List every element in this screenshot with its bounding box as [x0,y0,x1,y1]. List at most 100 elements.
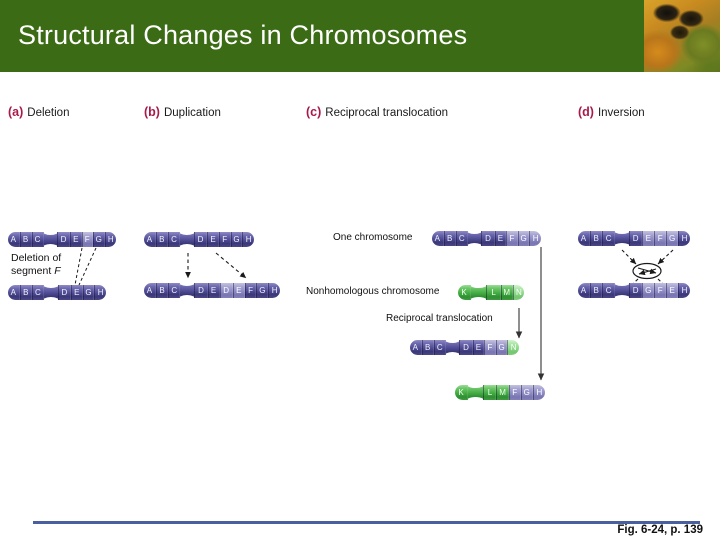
segment-highlighted: H [532,385,545,400]
segment-highlighted: F [484,340,496,355]
duplication-arrows [185,252,247,279]
segment: D [481,231,495,246]
centromere [43,232,57,247]
segment: E [472,340,485,355]
segment-highlighted: G [495,340,508,355]
chromosome-d-original: A B C D E F G H [578,231,691,246]
footer-divider [33,521,700,524]
segment: H [678,283,691,298]
segment: E [207,283,220,298]
segment-highlighted: E [642,231,655,246]
segment: A [432,231,444,246]
segment-highlighted: D [219,283,233,298]
segment-highlighted: E [666,283,679,298]
deletion-note-segment: F [54,265,61,277]
panel-a-title: Deletion [27,107,70,119]
panel-a-label: (a)Deletion [8,105,69,119]
segment-highlighted: G [666,231,679,246]
segment: F [218,232,231,247]
segment: E [70,232,82,247]
label-nonhomologous-chromosome: Nonhomologous chromosome [306,286,440,297]
inversion-loop-and-arrows [621,249,675,295]
segment: M [500,285,513,300]
segment: A [8,232,20,247]
segment-highlighted: G [642,283,655,298]
panel-c-letter: (c) [306,105,322,119]
segment-highlighted: F [81,232,93,247]
segment: B [589,283,603,298]
segment: B [155,232,168,247]
segment-highlighted: F [654,231,667,246]
centromere [445,340,460,355]
panel-a-deletion: (a)Deletion A B C D E F G H Deletion of … [0,72,140,312]
segment: C [168,283,181,298]
chromosome-b-original: A B C D E F G H [144,232,254,247]
segment: D [194,283,208,298]
segment: B [19,285,32,300]
centromere [180,283,195,298]
segment: A [144,232,156,247]
panel-b-duplication: (b)Duplication A B C D E F G H A B C [140,72,300,312]
figure-caption: Fig. 6-24, p. 139 [617,524,703,536]
segment: D [459,340,473,355]
label-reciprocal-translocation-process: Reciprocal translocation [386,313,493,324]
chromosome-c-product-2: K L M F G H [455,385,545,400]
segment-highlighted: N [507,340,519,355]
segment: H [242,232,254,247]
chromosome-c-nonhomologous: K L M N [458,285,524,300]
centromere [471,285,487,300]
chromosome-c-product-1: A B C D E F G N [410,340,519,355]
segment: B [421,340,434,355]
segment: F [244,283,257,298]
segment: B [155,283,169,298]
segment: A [144,283,156,298]
segment-highlighted: F [654,283,667,298]
panel-d-inversion: (d)Inversion A B C D E F G H [570,72,720,312]
segment: C [31,232,44,247]
segment: D [57,232,70,247]
segment: C [31,285,45,300]
panel-d-letter: (d) [578,105,594,119]
panel-c-reciprocal-translocation: (c)Reciprocal translocation One chromoso… [300,72,570,412]
chromosome-a-result: A B C D E G H [8,285,106,300]
segment: G [256,283,269,298]
segment-highlighted: F [508,385,521,400]
panel-d-label: (d)Inversion [578,105,645,119]
segment: M [496,385,509,400]
translocation-arrows [515,247,545,381]
segment: C [433,340,446,355]
segment: G [93,232,105,247]
segment-highlighted: G [517,231,530,246]
page-title: Structural Changes in Chromosomes [18,20,468,50]
segment: G [230,232,243,247]
panel-d-title: Inversion [597,107,645,119]
segment-highlighted: H [529,231,541,246]
segment: A [410,340,422,355]
panel-c-label: (c)Reciprocal translocation [306,105,448,119]
panel-b-title: Duplication [163,107,221,119]
segment: B [443,231,456,246]
chromosome-d-result: A B C D G F E H [578,283,691,298]
segment: E [207,232,219,247]
segment-highlighted: N [512,285,524,300]
segment: A [578,283,590,298]
segment: D [628,231,643,246]
segment: D [628,283,643,298]
figure-canvas: (a)Deletion A B C D E F G H Deletion of … [0,72,720,521]
segment: H [94,285,106,300]
segment: C [602,283,615,298]
deletion-note-line1: Deletion of [11,252,62,264]
bees-photo-thumbnail [644,0,720,72]
chromosome-a-original: A B C D E F G H [8,232,116,247]
segment: H [268,283,281,298]
chromosome-b-result: A B C D E D E F G H [144,283,281,298]
deletion-note-line2-prefix: segment [11,265,55,277]
centromere [614,283,629,298]
centromere [614,231,629,246]
centromere [468,385,484,400]
segment: A [8,285,20,300]
segment: K [458,285,472,300]
segment: C [455,231,468,246]
panel-b-label: (b)Duplication [144,105,221,119]
segment: L [486,285,501,300]
